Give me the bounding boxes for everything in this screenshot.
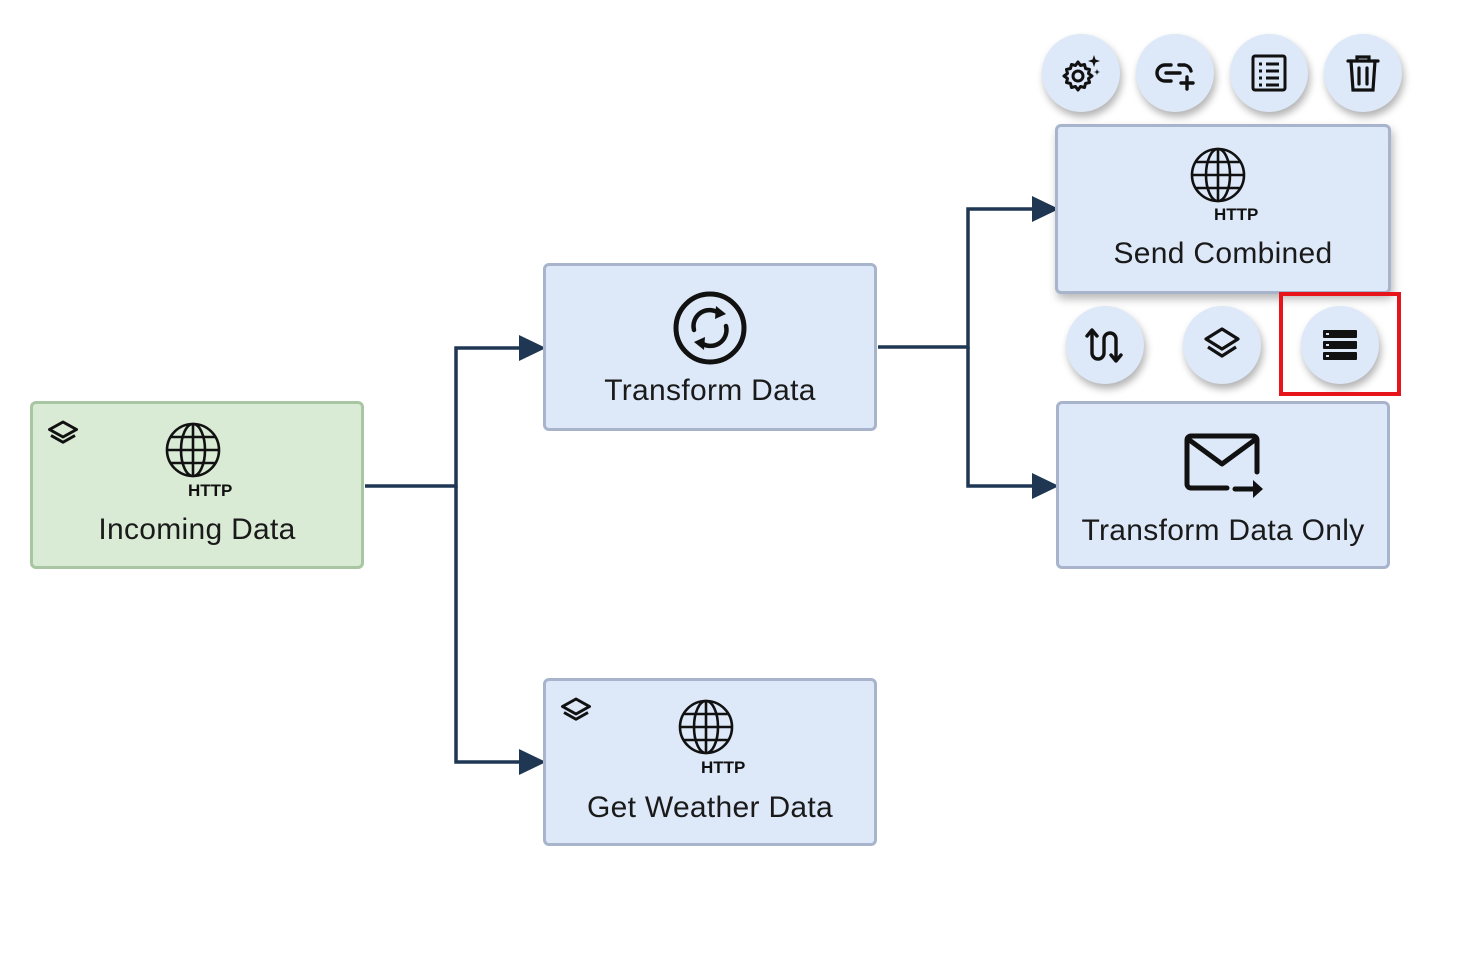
settings-sparkle-icon: [1062, 55, 1100, 92]
edge-transform-to-transform-only: [966, 347, 1043, 488]
server-list-button[interactable]: [1301, 306, 1379, 384]
delete-button[interactable]: [1324, 34, 1402, 112]
edge-transform-to-send-combined: [878, 207, 1043, 349]
trash-icon: [1346, 55, 1380, 92]
arrowhead: [519, 335, 546, 361]
node-label: Transform Data: [604, 374, 816, 407]
sync-icon: [673, 291, 747, 365]
globe-icon: [1190, 147, 1246, 203]
swap-icon: [1085, 328, 1123, 363]
layers-icon: [1204, 327, 1240, 358]
arrowhead: [1032, 473, 1059, 499]
list-details-button[interactable]: [1230, 34, 1308, 112]
edge-incoming-to-weather: [454, 486, 530, 764]
highlight-box: [1279, 292, 1401, 396]
edge-incoming-to-transform: [365, 346, 530, 488]
node-send-combined[interactable]: HTTP Send Combined: [1055, 124, 1391, 294]
node-label: Send Combined: [1113, 237, 1333, 270]
node-transform-data-only[interactable]: Transform Data Only: [1056, 401, 1390, 569]
node-get-weather-data[interactable]: HTTP Get Weather Data: [543, 678, 877, 846]
node-label: Transform Data Only: [1081, 514, 1365, 547]
node-incoming-data[interactable]: HTTP Incoming Data: [30, 401, 364, 569]
node-label: Get Weather Data: [586, 791, 834, 824]
node-transform-data[interactable]: Transform Data: [543, 263, 877, 431]
server-list-icon: [1323, 330, 1357, 360]
arrowhead: [519, 749, 546, 775]
layers-icon: [48, 420, 78, 444]
node-label: Incoming Data: [98, 513, 296, 546]
swap-button[interactable]: [1066, 306, 1144, 384]
globe-icon: [165, 422, 221, 478]
link-add-icon: [1155, 63, 1195, 91]
http-badge: HTTP: [701, 758, 746, 777]
list-details-icon: [1251, 54, 1287, 92]
mail-forward-icon: [1184, 433, 1263, 498]
globe-icon: [678, 699, 734, 755]
layers-button[interactable]: [1183, 306, 1261, 384]
http-badge: HTTP: [188, 481, 233, 500]
arrowhead: [1032, 196, 1059, 222]
link-add-button[interactable]: [1136, 34, 1214, 112]
settings-sparkle-button[interactable]: [1042, 34, 1120, 112]
layers-icon: [561, 697, 591, 721]
http-badge: HTTP: [1214, 205, 1259, 224]
